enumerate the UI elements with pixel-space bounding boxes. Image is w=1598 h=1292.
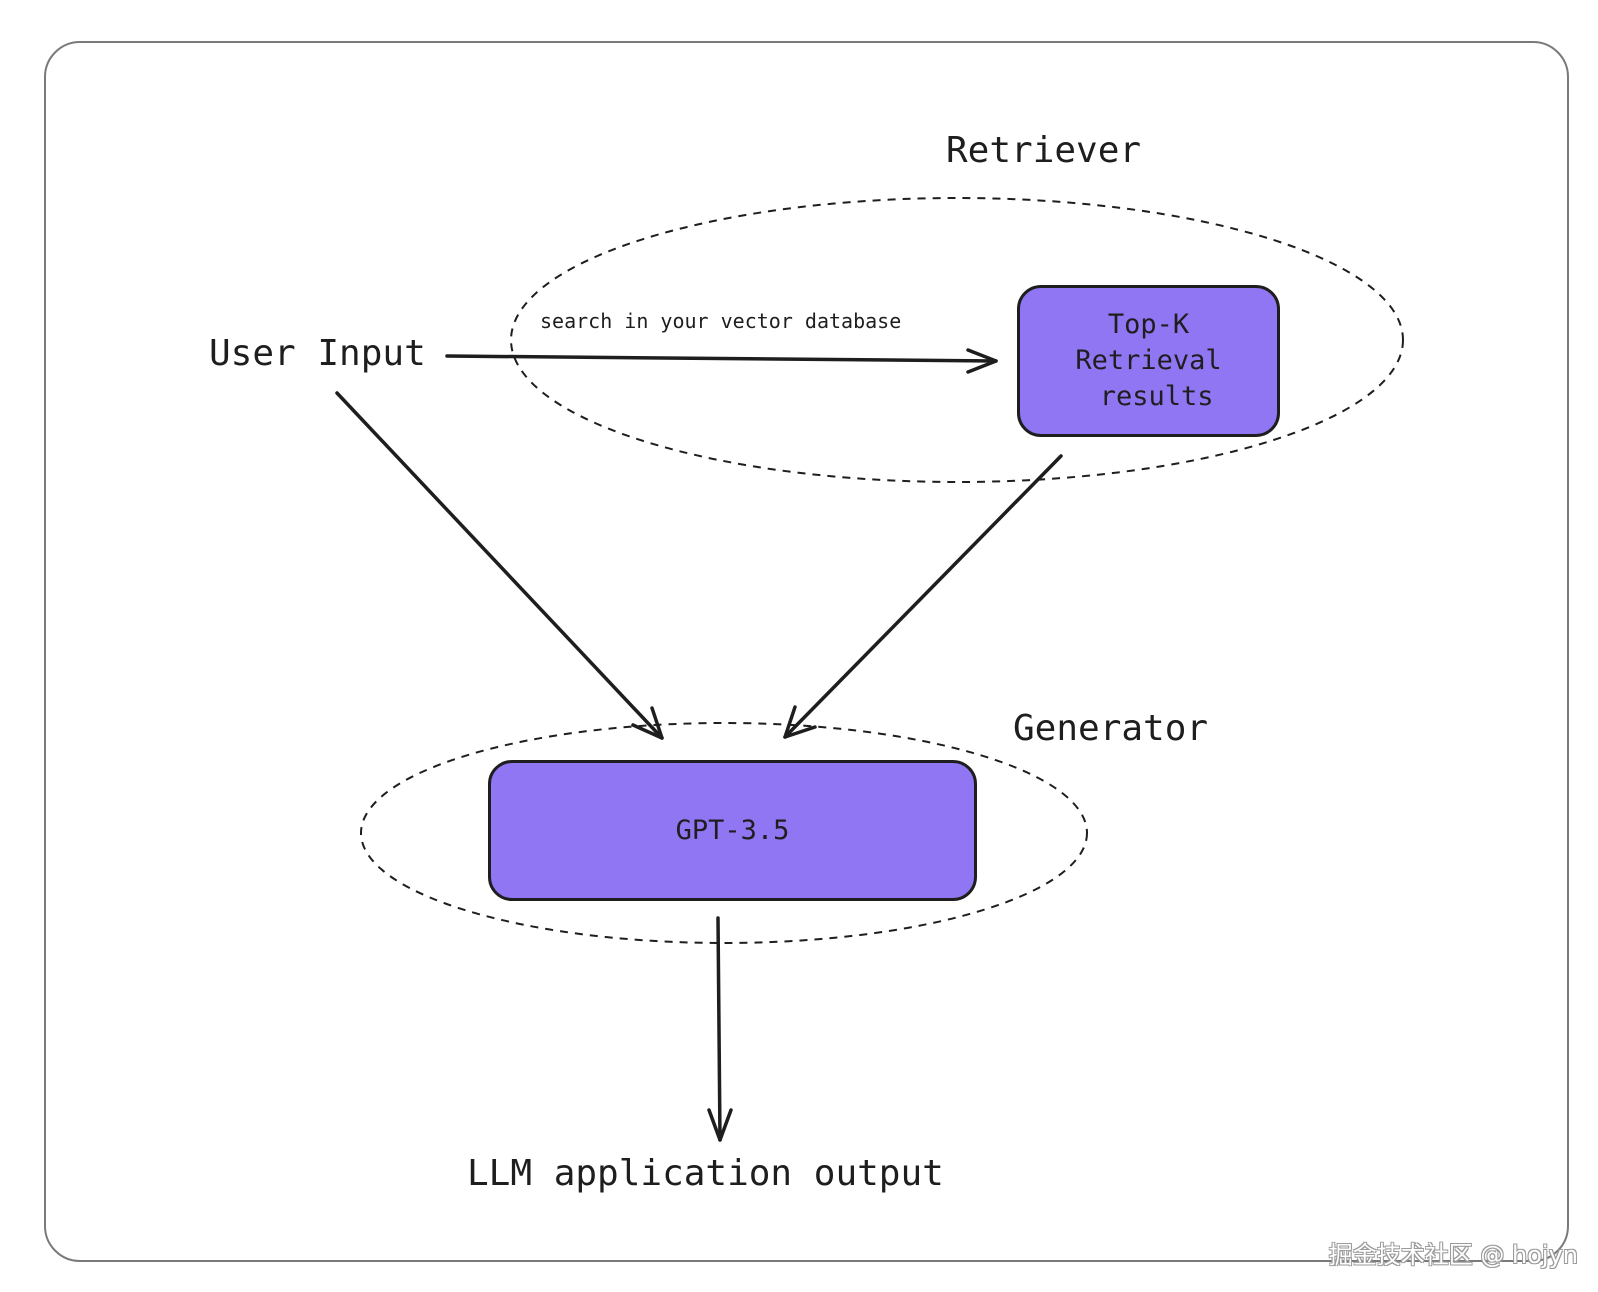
retriever-to-generator-arrow <box>783 454 1063 739</box>
retriever-label: Retriever <box>946 130 1142 171</box>
watermark: 掘金技术社区 @ hojyn <box>1328 1241 1578 1269</box>
user-input-label: User Input <box>209 333 426 374</box>
top-k-retrieval-box: Top-K Retrieval results <box>1017 285 1280 437</box>
generator-label: Generator <box>1013 708 1209 749</box>
gpt-label: GPT-3.5 <box>675 814 790 846</box>
top-k-retrieval-label: Top-K Retrieval results <box>1075 309 1222 412</box>
retriever-group-ellipse <box>510 197 1404 483</box>
generator-group-ellipse <box>360 722 1088 944</box>
generator-to-output-arrow <box>707 916 733 1142</box>
search-edge-label: search in your vector database <box>540 309 902 333</box>
llm-output-label: LLM application output <box>467 1153 944 1194</box>
user-to-generator-arrow <box>335 391 664 740</box>
diagram-frame <box>44 41 1569 1262</box>
gpt-box: GPT-3.5 <box>488 760 977 901</box>
search-arrow <box>445 348 998 374</box>
